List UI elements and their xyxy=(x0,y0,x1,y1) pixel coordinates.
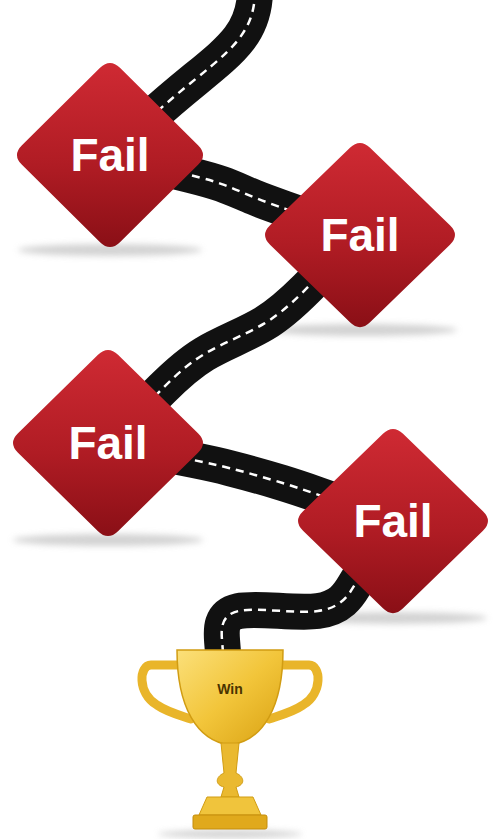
diamond-fill xyxy=(298,429,488,613)
node-label: Fail xyxy=(353,498,432,544)
road-center-line xyxy=(141,267,328,410)
node-label: Fail xyxy=(68,420,147,466)
node-label: Fail xyxy=(320,212,399,258)
diamond-fill xyxy=(265,143,455,327)
diamond-fill xyxy=(13,350,203,536)
node-label: Win xyxy=(217,682,243,696)
fail-diamond: Fail xyxy=(293,424,493,618)
trophy-cup: Win xyxy=(135,645,325,835)
road-center-line xyxy=(168,455,343,503)
fail-diamond: Fail xyxy=(260,138,460,332)
road-entry xyxy=(150,0,255,118)
drop-shadow xyxy=(13,244,487,838)
node-label: Fail xyxy=(70,132,149,178)
fail-diamond: Fail xyxy=(8,345,208,541)
trophy-art xyxy=(142,650,318,829)
road-surface xyxy=(168,455,343,503)
trophy-shape xyxy=(135,645,325,835)
diamond-fill xyxy=(17,63,203,247)
road-connector xyxy=(141,267,328,410)
road-surface xyxy=(141,267,328,410)
road-connector xyxy=(168,455,343,503)
fail-diamond: Fail xyxy=(12,58,208,252)
